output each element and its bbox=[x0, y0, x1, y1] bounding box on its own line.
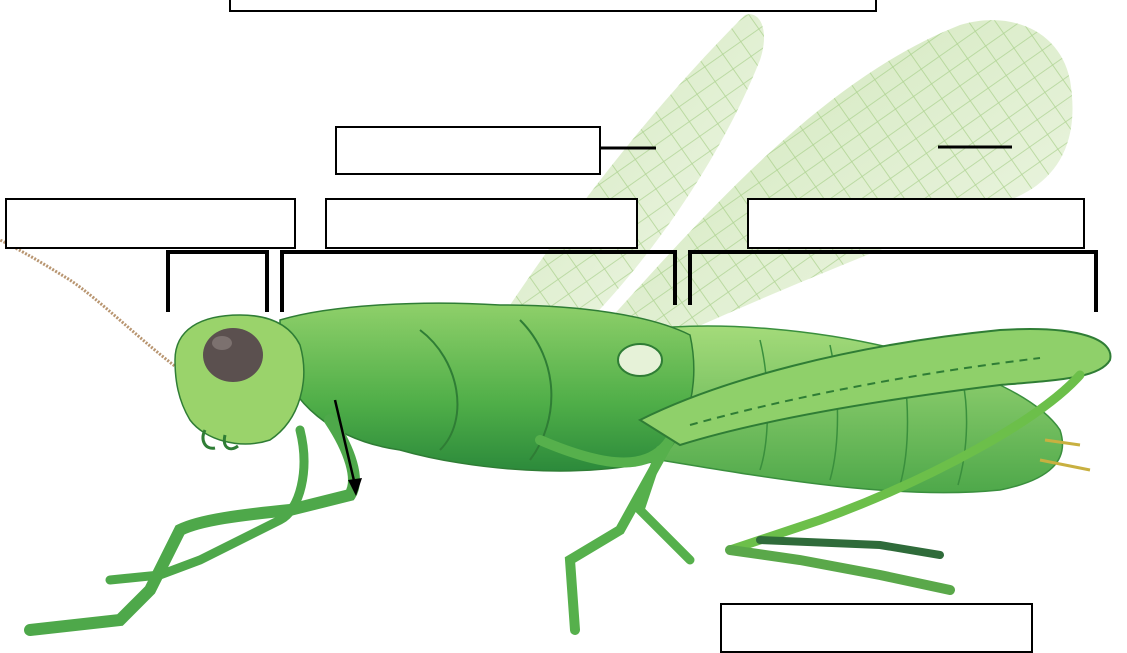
leg-label-box[interactable] bbox=[720, 603, 1033, 653]
head-label-box[interactable] bbox=[5, 198, 296, 249]
thorax-label-box[interactable] bbox=[325, 198, 638, 249]
antenna bbox=[0, 240, 180, 370]
wing-label-box[interactable] bbox=[335, 126, 601, 175]
head-bracket bbox=[168, 252, 267, 312]
title-label-box[interactable] bbox=[229, 0, 877, 12]
front-leg bbox=[30, 420, 354, 630]
abdomen-label-box[interactable] bbox=[747, 198, 1085, 249]
compound-eye bbox=[203, 328, 263, 382]
